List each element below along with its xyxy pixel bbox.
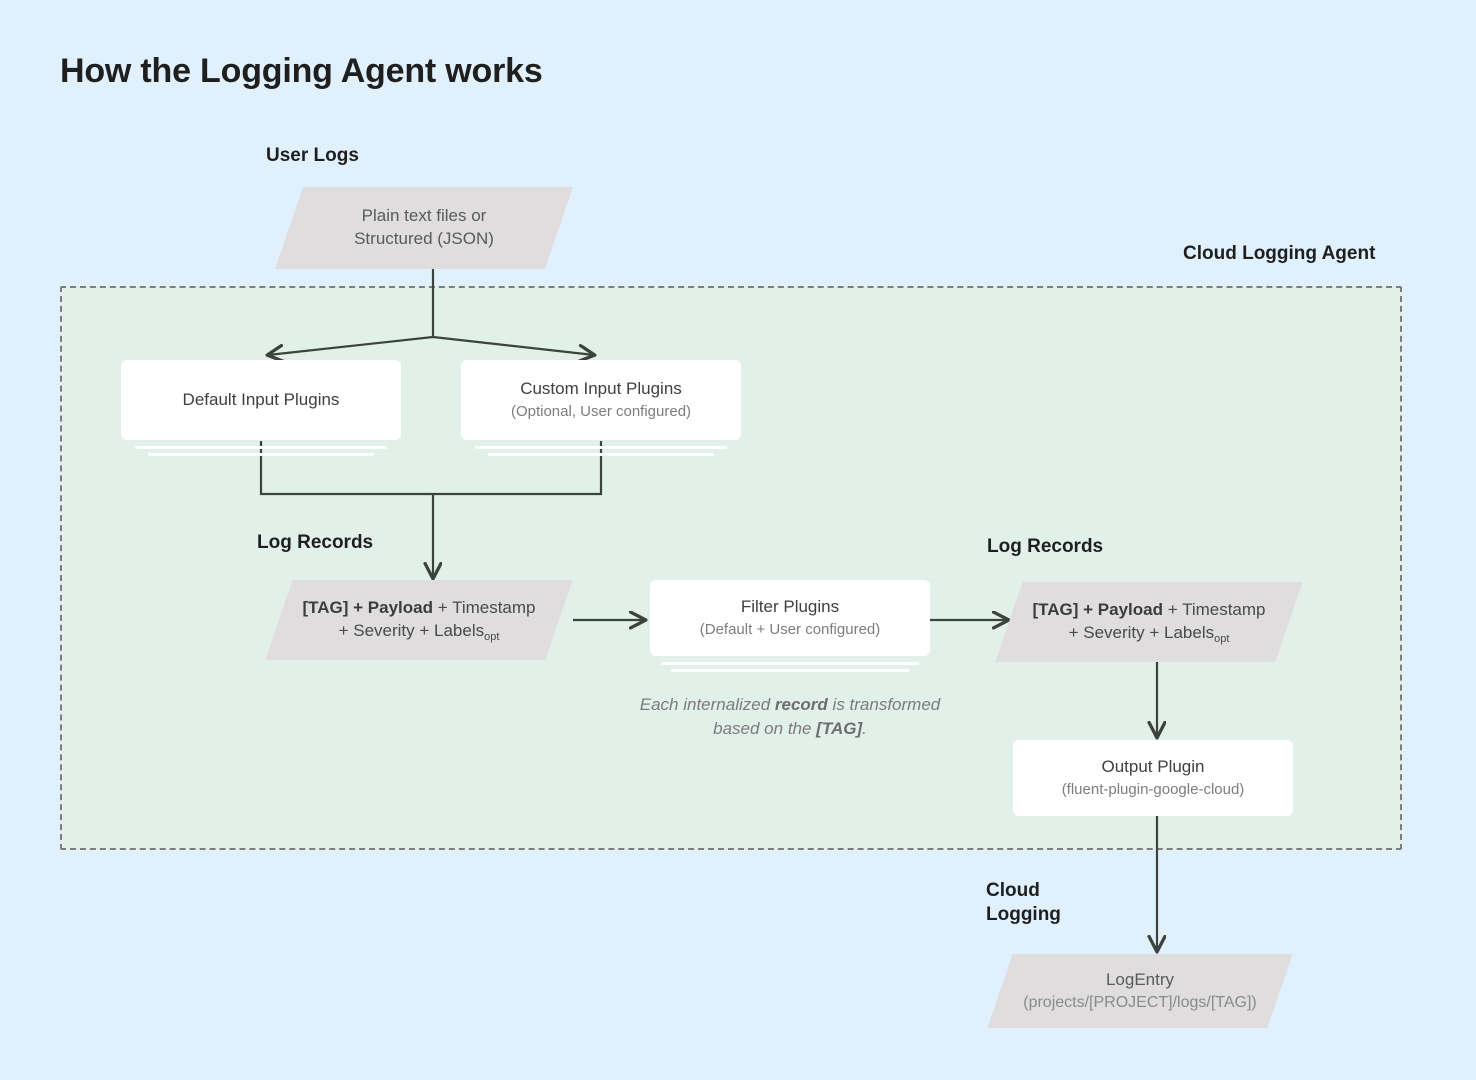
- log-record-right-line2: + Severity + Labelsopt: [1068, 623, 1230, 645]
- log-entry-subtitle: (projects/[PROJECT]/logs/[TAG]): [1023, 993, 1257, 1011]
- label-log-records-right: Log Records: [987, 536, 1104, 557]
- node-custom-input-plugins[interactable]: Custom Input Plugins (Optional, User con…: [461, 360, 741, 440]
- card-stack-shadow: [148, 453, 374, 456]
- log-record-left-line2: + Severity + Labelsopt: [338, 621, 500, 643]
- label-cloud-logging-agent: Cloud Logging Agent: [1183, 243, 1376, 264]
- node-log-record-left-text: [TAG] + Payload + Timestamp + Severity +…: [279, 580, 559, 660]
- node-log-entry-text: LogEntry (projects/[PROJECT]/logs/[TAG]): [1000, 954, 1280, 1028]
- card-stack-shadow: [475, 446, 727, 449]
- filter-plugins-subtitle: (Default + User configured): [699, 621, 881, 639]
- label-cloud-logging: Cloud Logging: [986, 880, 1061, 926]
- log-entry-title: LogEntry: [1105, 969, 1175, 989]
- node-filter-plugins[interactable]: Filter Plugins (Default + User configure…: [650, 580, 930, 656]
- node-default-input-plugins[interactable]: Default Input Plugins: [121, 360, 401, 440]
- label-user-logs: User Logs: [266, 145, 359, 166]
- card-stack-shadow: [661, 662, 919, 665]
- node-user-logs-source: Plain text files or Structured (JSON): [274, 187, 574, 269]
- default-input-plugins-title: Default Input Plugins: [182, 389, 340, 409]
- label-log-records-left: Log Records: [257, 532, 374, 553]
- node-log-entry: LogEntry (projects/[PROJECT]/logs/[TAG]): [987, 954, 1293, 1028]
- node-log-record-left: [TAG] + Payload + Timestamp + Severity +…: [265, 580, 573, 660]
- page-title: How the Logging Agent works: [60, 52, 543, 90]
- card-stack-shadow: [135, 446, 387, 449]
- node-log-record-right: [TAG] + Payload + Timestamp + Severity +…: [995, 582, 1303, 662]
- custom-input-plugins-subtitle: (Optional, User configured): [510, 403, 692, 421]
- user-logs-line1: Plain text files or: [361, 206, 487, 226]
- log-record-left-line1: [TAG] + Payload + Timestamp: [302, 598, 536, 618]
- output-plugin-title: Output Plugin: [1101, 757, 1205, 777]
- note-transform: Each internalized record is transformed …: [639, 695, 941, 738]
- filter-plugins-title: Filter Plugins: [740, 597, 840, 617]
- output-plugin-subtitle: (fluent-plugin-google-cloud): [1061, 781, 1245, 799]
- user-logs-line2: Structured (JSON): [354, 229, 494, 248]
- node-user-logs-source-text: Plain text files or Structured (JSON): [289, 187, 559, 269]
- card-stack-shadow: [488, 453, 714, 456]
- card-stack-shadow: [671, 669, 909, 672]
- node-output-plugin[interactable]: Output Plugin (fluent-plugin-google-clou…: [1013, 740, 1293, 816]
- node-log-record-right-text: [TAG] + Payload + Timestamp + Severity +…: [1009, 582, 1289, 662]
- custom-input-plugins-title: Custom Input Plugins: [520, 379, 682, 399]
- log-record-right-line1: [TAG] + Payload + Timestamp: [1032, 600, 1266, 620]
